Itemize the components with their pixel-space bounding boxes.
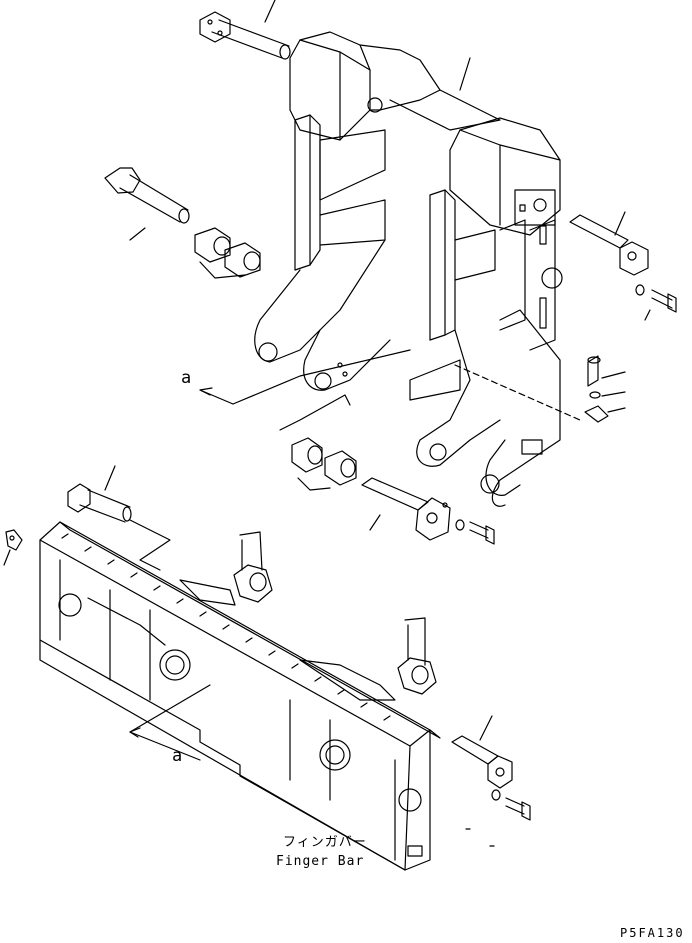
left-arm [254,239,391,391]
view-label-lower: a [172,746,183,766]
leader-cross-beam [459,57,471,91]
leader-finger-bar-link [129,519,171,571]
view-arrow-lower [129,684,211,761]
drawing-code: P5FA130 [620,926,685,940]
finger-bar-end-tab [407,845,423,857]
view-arrow-upper [199,349,411,405]
leader-dashes [465,828,495,847]
right-upper-block [449,117,561,236]
finger-bar-caption-jp: フィンガバー [283,835,367,850]
finger-bar-washer-bolt [491,789,531,821]
leader-grease-fitting [3,549,11,566]
leader-right-washer [644,309,651,321]
cross-beam [389,89,501,131]
lower-pin [361,477,451,541]
side-bolt-group [584,355,609,423]
left-vertical-plate [294,114,386,271]
finger-bar-left-pin [67,483,132,523]
view-label-upper: a [181,368,192,388]
left-pin [104,167,190,224]
lower-pin-washer-bolt [455,519,495,545]
leader-finger-bar-right-pin [479,715,493,741]
leaders-side-bolt [601,371,626,413]
finger-bar-right-pin [451,735,513,789]
leader-finger-bar-left-pin [104,465,116,491]
leader-lower-pin [369,514,381,531]
right-pin-washer-bolt [635,284,677,313]
finger-bar-slots [61,533,391,721]
right-vertical-plate [429,189,563,351]
finger-bar-caption-en: Finger Bar [276,854,365,869]
finger-bar-assembly [3,465,531,871]
finger-bar-front-face [39,539,411,871]
right-hook [299,617,437,701]
top-pin [199,11,291,60]
left-upper-block [289,31,441,141]
upper-bushings [194,227,261,279]
right-pin [569,214,649,276]
finger-bar-frame [58,559,422,861]
right-arm [409,309,561,507]
left-hook [179,531,273,606]
grease-fitting [5,529,23,551]
finger-bar-top-rail [39,521,431,747]
upper-frame-assembly [104,0,677,545]
leader-top-pin [264,0,276,23]
lower-bushings [279,394,357,491]
hidden-line [454,364,581,421]
leader-left-pin [129,227,146,241]
leader-right-pin [614,211,626,236]
